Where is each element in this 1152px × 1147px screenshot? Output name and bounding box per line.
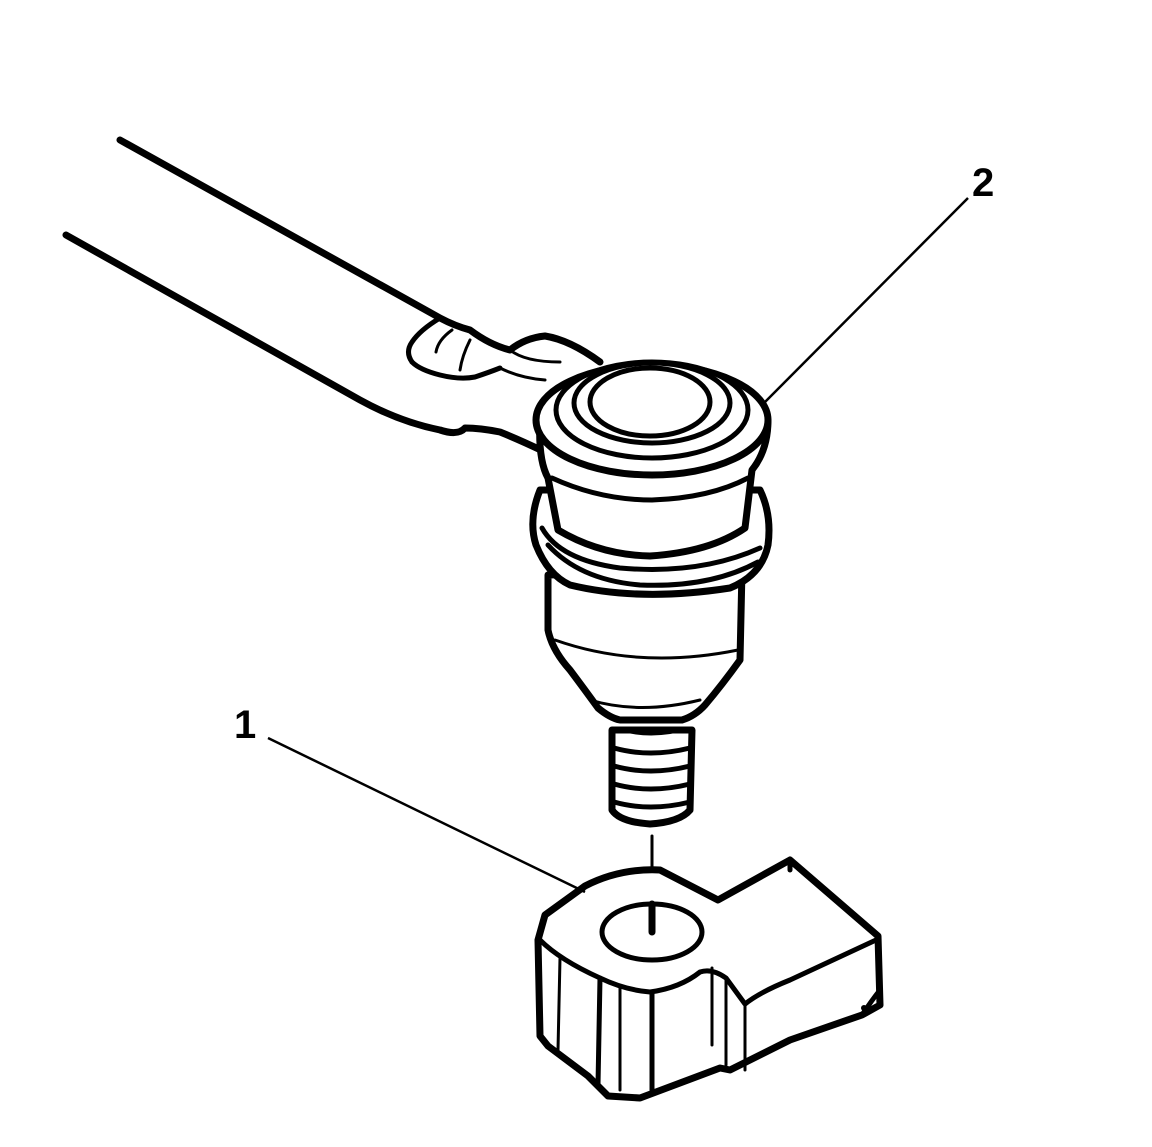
ball-joint (529, 359, 773, 724)
callout-leader-2 (764, 197, 969, 403)
steering-knuckle-block (534, 856, 884, 1102)
threaded-stud (608, 726, 696, 828)
callout-label-1: 1 (234, 703, 256, 747)
callout-label-2: 2 (972, 161, 994, 205)
callout-leader-1 (267, 736, 586, 894)
wrench-handle (62, 136, 604, 456)
